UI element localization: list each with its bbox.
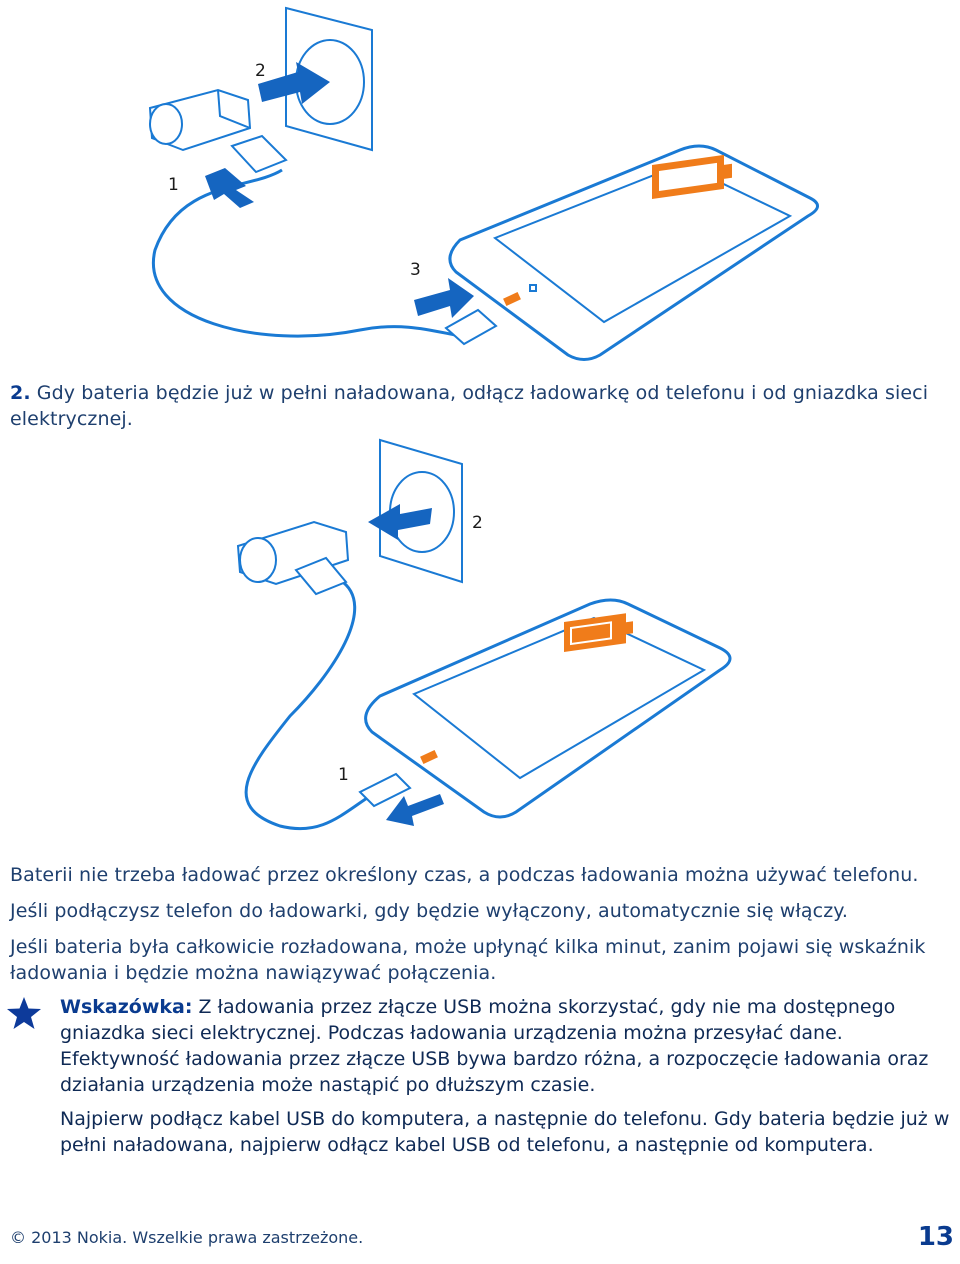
usb-plug-phone bbox=[358, 772, 412, 808]
usb-cable bbox=[151, 168, 456, 338]
page-number: 13 bbox=[917, 1222, 954, 1252]
charging-illustration-disconnect: 2 1 bbox=[0, 436, 960, 846]
tip-text: Z ładowania przez złącze USB można skorz… bbox=[60, 996, 929, 1096]
charger-adapter bbox=[148, 88, 252, 152]
arrow-icon bbox=[386, 794, 444, 826]
step-label-2: 2 bbox=[472, 513, 483, 533]
step-2-line2: elektrycznej. bbox=[10, 408, 133, 430]
tip-paragraph: Wskazówka: Z ładowania przez złącze USB … bbox=[60, 994, 955, 1098]
arrow-icon bbox=[258, 62, 330, 104]
phone bbox=[364, 598, 732, 819]
step-2-line1: Gdy bateria będzie już w pełni naładowan… bbox=[36, 382, 929, 404]
usb-plug-charger bbox=[230, 134, 288, 174]
phone bbox=[448, 144, 819, 361]
usb-plug-charger bbox=[294, 556, 348, 596]
step-number: 2. bbox=[10, 382, 31, 404]
paragraph-charging-time: Baterii nie trzeba ładować przez określo… bbox=[10, 864, 919, 886]
charging-illustration-connect: 2 1 3 bbox=[0, 0, 960, 370]
paragraph-empty-battery-line1: Jeśli bateria była całkowicie rozładowan… bbox=[10, 936, 926, 958]
usb-plug-phone bbox=[444, 308, 498, 346]
tip-paragraph-2: Najpierw podłącz kabel USB do komputera,… bbox=[60, 1108, 950, 1156]
step-label-3: 3 bbox=[410, 260, 421, 280]
step-label-1: 1 bbox=[168, 175, 179, 195]
step-2-text: 2. Gdy bateria będzie już w pełni nałado… bbox=[10, 380, 928, 406]
copyright-footer: © 2013 Nokia. Wszelkie prawa zastrzeżone… bbox=[10, 1228, 364, 1247]
tip-label: Wskazówka: bbox=[60, 996, 193, 1018]
paragraph-auto-on: Jeśli podłączysz telefon do ładowarki, g… bbox=[10, 900, 849, 922]
usb-cable bbox=[244, 578, 371, 831]
paragraph-empty-battery-line2: ładowania i będzie można nawiązywać połą… bbox=[10, 962, 497, 984]
arrow-icon bbox=[368, 504, 432, 540]
battery-icon bbox=[652, 154, 732, 199]
step-label-2: 2 bbox=[255, 61, 266, 81]
step-label-1: 1 bbox=[338, 765, 349, 785]
arrow-icon bbox=[205, 168, 254, 208]
star-icon bbox=[6, 996, 42, 1034]
battery-icon bbox=[564, 613, 633, 652]
arrow-icon bbox=[414, 278, 474, 318]
